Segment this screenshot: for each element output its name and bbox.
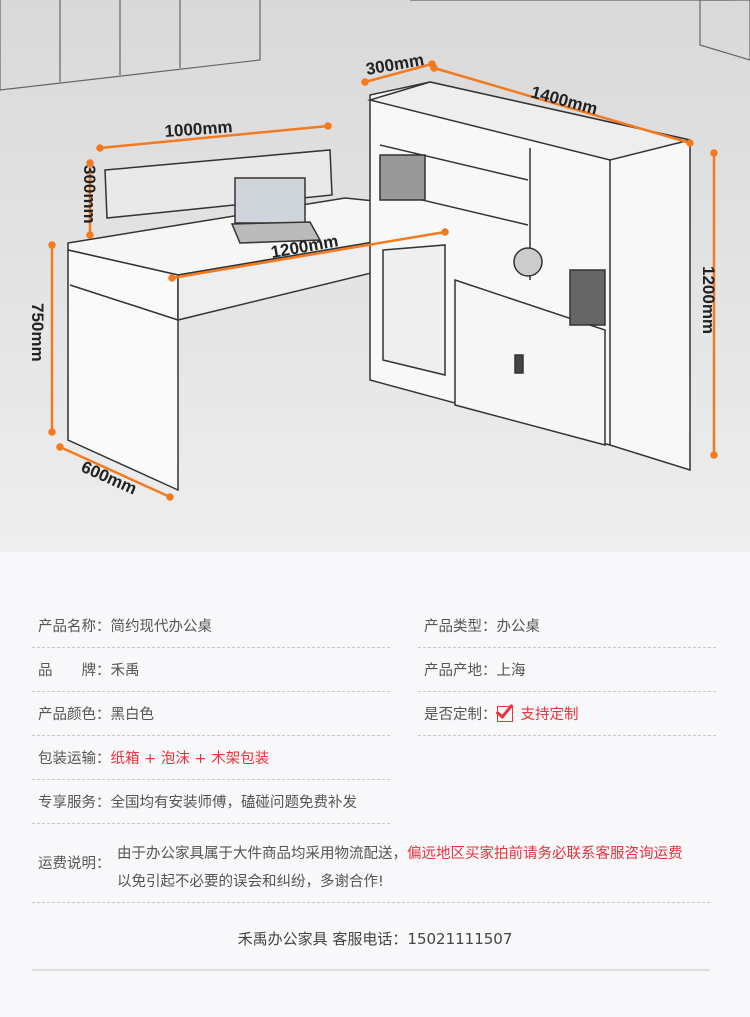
shipping-label: 运费说明： <box>38 856 111 872</box>
shipping-notice: 运费说明： 由于办公家具属于大件商品均采用物流配送，偏远地区买家拍前请务必联系客… <box>32 832 710 903</box>
checkbox-checked-icon <box>496 706 513 722</box>
spec-label: 产品颜色： <box>38 706 111 723</box>
dim-screen-height: 300mm <box>80 165 99 224</box>
spec-color: 产品颜色：黑白色 <box>32 691 390 736</box>
background-sketch <box>0 0 750 91</box>
spec-customizable: 是否定制： 支持定制 <box>418 691 716 736</box>
spec-label: 产品名称： <box>38 618 111 635</box>
spec-packaging: 包装运输：纸箱 + 泡沫 + 木架包装 <box>32 735 390 780</box>
dim-screen-width: 1000mm <box>164 117 233 141</box>
spec-brand: 品 牌：禾禹 <box>32 647 390 692</box>
spec-value: 禾禹 <box>110 662 140 679</box>
spec-origin: 产品产地：上海 <box>418 647 716 692</box>
dimension-lines <box>48 60 718 501</box>
spec-value: 上海 <box>496 662 526 679</box>
spec-label: 包装运输： <box>38 750 111 767</box>
shipping-highlight: 偏远地区买家拍前请务必联系客服咨询运费 <box>407 846 683 862</box>
shipping-text: 由于办公家具属于大件商品均采用物流配送， <box>117 846 407 862</box>
spec-value: 支持定制 <box>520 706 579 723</box>
dim-cabinet-height: 1200mm <box>699 266 718 334</box>
divider <box>32 969 710 971</box>
spec-service: 专享服务：全国均有安装师傅，磕碰问题免费补发 <box>32 779 390 824</box>
spec-label: 专享服务： <box>38 794 111 811</box>
spec-value: 简约现代办公桌 <box>110 618 213 635</box>
spec-value: 全国均有安装师傅，磕碰问题免费补发 <box>110 794 358 811</box>
spec-label: 产品类型： <box>424 618 497 635</box>
spec-product-type: 产品类型：办公桌 <box>418 603 716 648</box>
spec-value: 纸箱 + 泡沫 + 木架包装 <box>110 750 270 767</box>
dim-desk-height: 750mm <box>28 303 47 362</box>
spec-label: 是否定制： <box>424 706 497 723</box>
spec-product-name: 产品名称：简约现代办公桌 <box>32 603 390 648</box>
spec-label: 产品产地： <box>424 662 497 679</box>
shipping-text-line2: 以免引起不必要的误会和纠纷，多谢合作! <box>117 874 384 890</box>
product-dimension-illustration: 300mm 1400mm 1000mm 300mm 1200mm 750mm 6… <box>0 0 750 552</box>
desk-sketch <box>67 81 691 492</box>
contact-footer: 禾禹办公家具 客服电话：15021111507 <box>237 930 513 948</box>
spec-value: 黑白色 <box>110 706 155 723</box>
spec-value: 办公桌 <box>496 618 541 635</box>
spec-label: 品 牌： <box>38 662 111 679</box>
